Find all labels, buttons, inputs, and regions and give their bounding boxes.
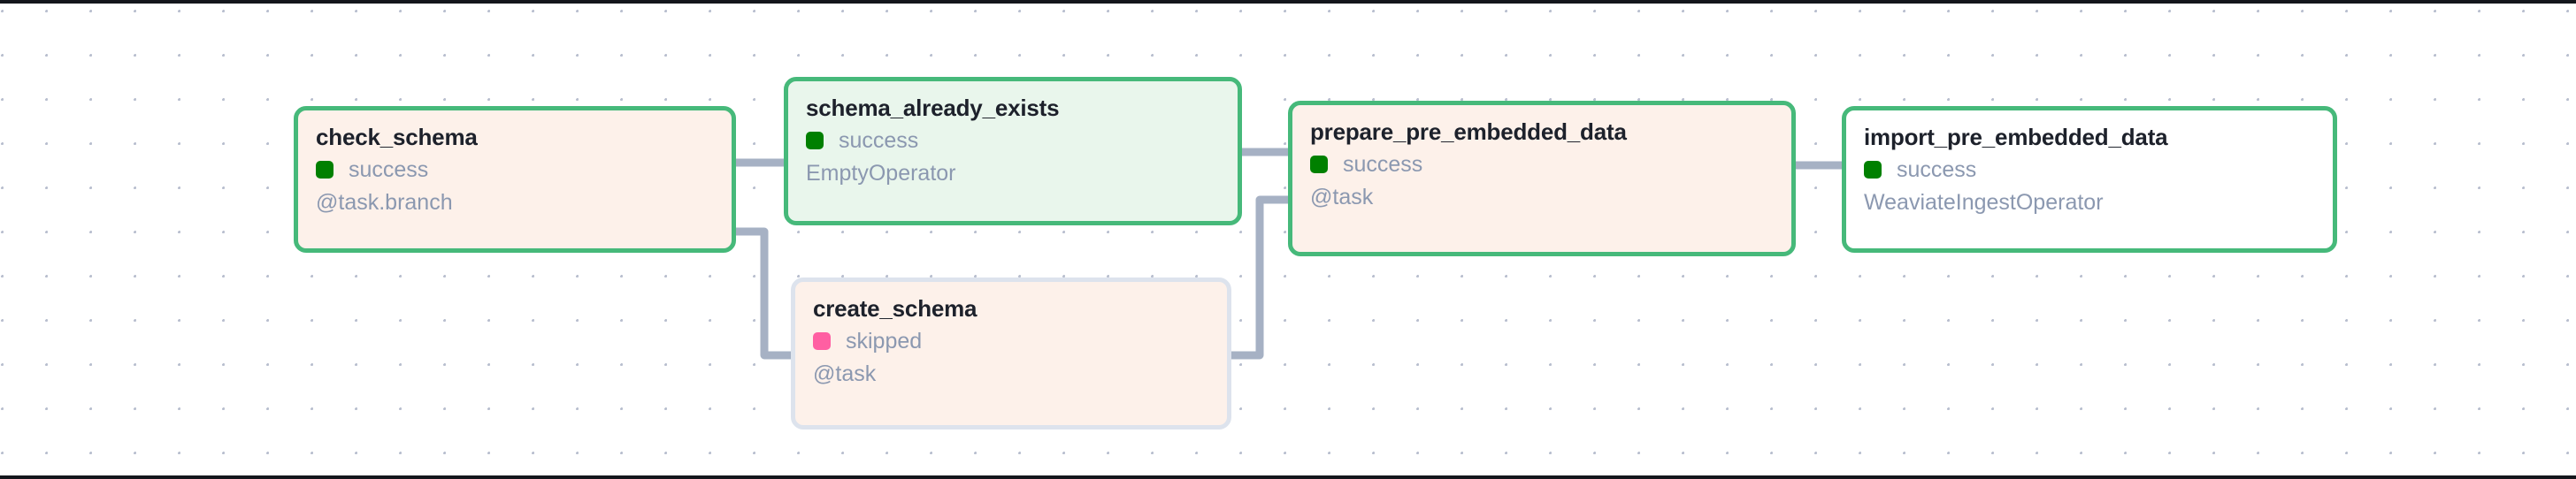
task-node-operator: @task [813,361,877,386]
task-node-schema-already-exists[interactable]: schema_already_exists success EmptyOpera… [784,77,1242,225]
task-node-title: create_schema [813,295,978,322]
status-swatch-skipped [813,332,831,351]
task-node-operator: WeaviateIngestOperator [1864,189,2104,215]
task-node-status: success [1864,156,1977,182]
task-node-title: import_pre_embedded_data [1864,124,2168,150]
task-node-status: skipped [813,328,923,354]
task-node-prepare-pre-embedded-data[interactable]: prepare_pre_embedded_data success @task [1288,101,1796,256]
task-node-create-schema[interactable]: create_schema skipped @task [791,278,1231,430]
task-node-title: schema_already_exists [806,95,1060,121]
task-node-status: success [1310,151,1423,177]
task-node-status: success [316,156,429,182]
edge-check-schema-to-create-schema [732,227,797,360]
task-node-import-pre-embedded-data[interactable]: import_pre_embedded_data success Weaviat… [1842,106,2337,253]
task-node-title: check_schema [316,124,478,150]
status-swatch-success [1310,156,1328,174]
status-swatch-success [316,161,334,179]
task-node-status-label: success [1897,156,1977,182]
task-node-status: success [806,127,919,153]
task-node-title: prepare_pre_embedded_data [1310,118,1627,145]
task-node-operator: @task [1310,184,1374,209]
task-node-status-label: skipped [846,328,923,354]
task-node-status-label: success [349,156,429,182]
task-node-status-label: success [839,127,919,153]
edge-create-schema-to-prepare [1225,195,1294,360]
task-node-check-schema[interactable]: check_schema success @task.branch [294,106,736,253]
task-node-status-label: success [1343,151,1423,177]
task-node-operator: EmptyOperator [806,160,956,186]
status-swatch-success [806,132,824,150]
task-node-operator: @task.branch [316,189,453,215]
status-swatch-success [1864,161,1882,179]
